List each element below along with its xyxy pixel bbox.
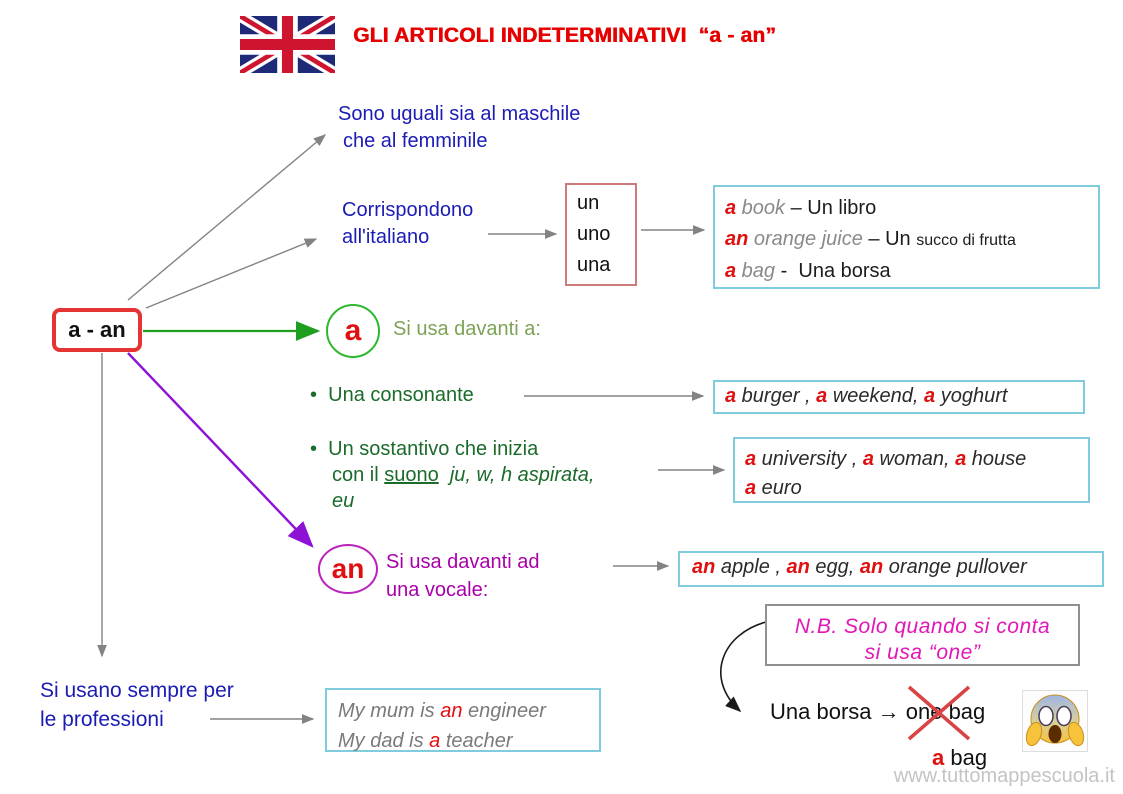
red-cross-icon: [907, 685, 971, 741]
article-item: una: [577, 254, 611, 276]
article: an: [725, 228, 749, 250]
article-item: uno: [577, 223, 611, 245]
bullet-icon: •: [310, 438, 318, 460]
nb-note-box: N.B. Solo quando si conta si usa “one”: [765, 604, 1080, 666]
bullet-text: Una consonante: [328, 384, 474, 406]
root-node: a - an: [52, 308, 142, 352]
a-usage-intro: Si usa davanti a:: [393, 318, 541, 340]
examples-box-consonante: a burger , a weekend, a yoghurt: [713, 380, 1085, 414]
uk-flag-icon: [237, 11, 338, 78]
text-line: all'italiano: [342, 226, 430, 248]
nb-line: si usa “one”: [864, 641, 981, 664]
note-maschile-femminile: Sono uguali sia al maschile che al femmi…: [338, 101, 580, 155]
text-line: Si usa davanti ad: [386, 551, 540, 573]
watermark: www.tuttomappescuola.it: [893, 765, 1115, 787]
example-line: a euro: [745, 477, 802, 499]
an-usage-intro: Si usa davanti ad una vocale:: [386, 548, 539, 604]
nb-line: N.B. Solo quando si conta: [794, 615, 1051, 638]
text-line: Si usano sempre per: [40, 679, 234, 702]
an-circle-node: an: [318, 544, 378, 594]
translation: - Una borsa: [775, 260, 891, 282]
borsa-correction: a bag: [932, 745, 988, 770]
noun: bag: [736, 260, 776, 282]
example-line: a bag - Una borsa: [725, 256, 1088, 287]
articles-italian-box: un uno una: [565, 183, 637, 286]
note-corrispondono: Corrispondono all'italiano: [342, 197, 473, 251]
a-circle-node: a: [326, 304, 380, 358]
examples-box-suono: a university , a woman, a house a euro: [733, 437, 1090, 503]
bullet-icon: •: [310, 384, 318, 406]
text-line: Corrispondono: [342, 199, 474, 221]
noun: orange juice: [748, 228, 863, 250]
bullet-line: • Un sostantivo che inizia: [310, 438, 539, 460]
example-line: My dad is a teacher: [338, 730, 513, 752]
translation: – Un libro: [785, 197, 877, 219]
article: a: [725, 197, 737, 219]
text-line: le professioni: [40, 708, 164, 731]
bullet-sostantivo: • Un sostantivo che inizia con il suono …: [310, 436, 594, 514]
translation-small: succo di frutta: [916, 232, 1016, 249]
note-professioni: Si usano sempre per le professioni: [40, 676, 234, 734]
example-line: an orange juice – Un succo di frutta: [725, 224, 1088, 256]
example-line: a book – Un libro: [725, 193, 1088, 224]
root-label: a - an: [68, 317, 126, 342]
example-line: a university , a woman, a house: [745, 448, 1027, 470]
examples-box-professioni: My mum is an engineer My dad is a teache…: [325, 688, 601, 752]
text-line: che al femminile: [343, 130, 488, 152]
screaming-face-emoji-icon: [1022, 690, 1088, 752]
translation: – Un: [862, 228, 917, 250]
article-item: un: [577, 192, 600, 214]
examples-box-vocale: an apple , an egg, an orange pullover: [678, 551, 1104, 587]
example-line: My mum is an engineer: [338, 700, 546, 722]
a-label: a: [344, 314, 362, 347]
text-line: una vocale:: [386, 579, 489, 601]
bullet-consonante: • Una consonante: [310, 384, 474, 407]
bullet-line: eu: [332, 490, 355, 512]
article: a: [725, 260, 737, 282]
text-line: Sono uguali sia al maschile: [338, 103, 581, 125]
examples-box-italiano: a book – Un libro an orange juice – Un s…: [713, 185, 1100, 289]
underlined-word: suono: [384, 464, 439, 486]
an-label: an: [331, 553, 365, 584]
borsa-example: Una borsa → one bag: [770, 699, 986, 724]
bullet-line: con il suono ju, w, h aspirata,: [332, 464, 595, 486]
noun: book: [736, 197, 786, 219]
page-title: GLI ARTICOLI INDETERMINATIVI “a - an”: [353, 24, 776, 47]
